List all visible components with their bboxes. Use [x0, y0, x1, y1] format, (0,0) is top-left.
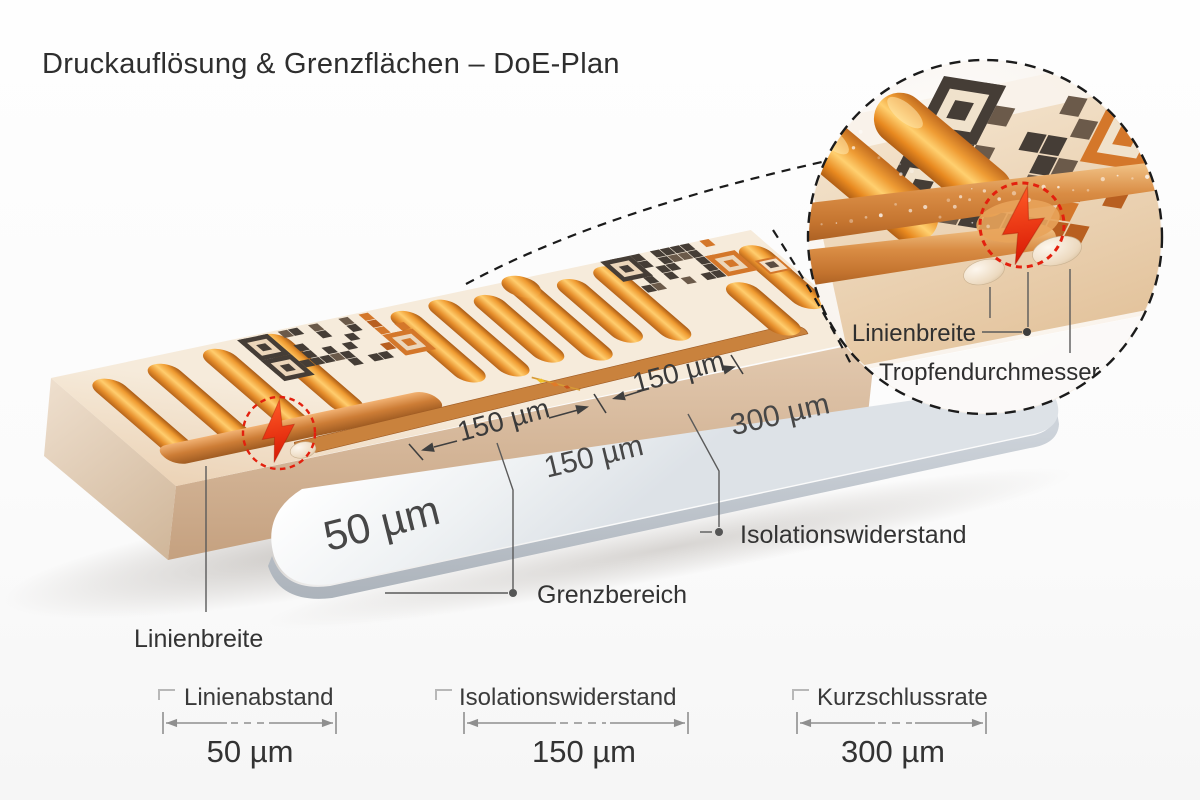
legend-value-50um: 50 µm [207, 734, 294, 769]
legend-label-kurzschlussrate: Kurzschlussrate [817, 684, 988, 711]
trace-group-middle [390, 266, 692, 391]
short-circuit-marker-magnified [978, 181, 1066, 269]
board-top-face [51, 230, 876, 487]
frame-marker-icon [754, 256, 793, 275]
legend-label-isolationswiderstand: Isolationswiderstand [459, 684, 676, 711]
magnifier-content: Linienbreite Tropfendurchmesser [809, 61, 1161, 413]
mag-droplet-right [1032, 235, 1082, 267]
mag-callouts: Linienbreite Tropfendurchmesser [852, 269, 1100, 386]
board-left-face [44, 378, 176, 560]
qr-code-right [600, 239, 758, 293]
callout-linienbreite: Linienbreite [134, 466, 263, 653]
callout-linienbreite-label: Linienbreite [134, 625, 263, 653]
legend-label-linienabstand: Linienabstand [184, 684, 333, 711]
mag-label-tropfendurchmesser: Tropfendurchmesser [879, 359, 1100, 386]
corner-tick-icon [792, 689, 809, 700]
trace-bus [159, 391, 443, 464]
callout-isolationswiderstand-label: Isolationswiderstand [740, 521, 967, 549]
strip-shadow [266, 467, 1074, 629]
legend-value-300um: 300 µm [841, 734, 945, 769]
legend-isolationswiderstand: Isolationswiderstand 150 µm [435, 684, 689, 769]
metal-sparkles [820, 129, 1161, 229]
magnifier-border [806, 58, 1164, 416]
droplet-blob [501, 275, 541, 298]
legend-value-150um: 150 µm [532, 734, 636, 769]
legend-kurzschlussrate: Kurzschlussrate 300 µm [792, 684, 988, 769]
magnifier-circle: Linienbreite Tropfendurchmesser [806, 58, 1164, 416]
zoom-connector-line-lower [772, 229, 853, 367]
short-circuit-marker [241, 395, 317, 471]
callout-isolationswiderstand: Isolationswiderstand [687, 413, 967, 549]
page-title: Druckauflösung & Grenzflächen – DoE-Plan [42, 48, 620, 80]
mag-label-linienbreite: Linienbreite [852, 320, 976, 347]
mag-line-upper [809, 160, 1161, 244]
legend-linienabstand: Linienabstand 50 µm [158, 684, 337, 769]
mag-droplet-left [963, 258, 1005, 286]
corner-tick-icon [435, 689, 452, 700]
callout-grenzbereich-label: Grenzbereich [537, 581, 687, 609]
qr-code-left [237, 312, 437, 382]
callout-dot [509, 589, 517, 597]
mag-line-lower [809, 224, 1056, 288]
corner-tick-icon [158, 689, 175, 700]
callout-dot [715, 528, 723, 536]
strip-top-face [271, 384, 1059, 585]
callout-grenzbereich: Grenzbereich [385, 442, 687, 609]
